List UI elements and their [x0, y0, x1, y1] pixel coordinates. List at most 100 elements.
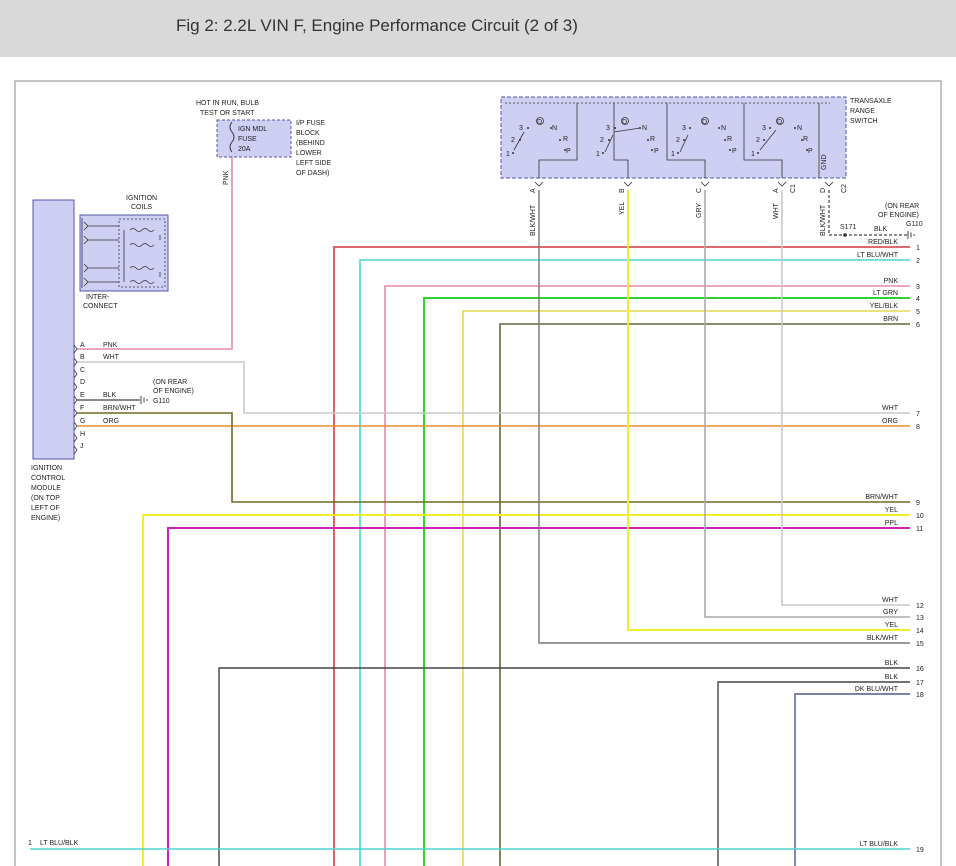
connector-row-1-number: 1: [916, 245, 920, 252]
transaxle-pin-a: A: [530, 188, 537, 193]
transaxle-wire-b-color: YEL: [619, 202, 626, 215]
transaxle-range-switch: [500, 96, 847, 179]
connector-row-17-color: BLK: [885, 674, 899, 681]
transaxle-wire-a-color: BLK/WHT: [530, 204, 537, 236]
bottom-left-number: 1: [28, 840, 32, 847]
icm-pin-e-id: E: [80, 392, 85, 399]
fuse-wire-label: PNK: [223, 170, 230, 185]
diagram-frame: [14, 80, 942, 866]
fuse-box-line-1: IGN MDL: [238, 126, 267, 133]
fuse-hot-note-1: HOT IN RUN, BULB: [196, 100, 259, 107]
connector-row-4-number: 4: [916, 296, 920, 303]
transaxle-label-1: TRANSAXLE: [850, 98, 892, 105]
pos-r-b: R: [650, 136, 655, 143]
connector-row-17-number: 17: [916, 680, 924, 687]
icm-pin-a: A PNK: [73, 342, 118, 354]
connector-row-14-number: 14: [916, 628, 924, 635]
connector-row-9-number: 9: [916, 500, 920, 507]
icm-pin-b-id: B: [80, 354, 85, 361]
transaxle-c1: C1: [790, 184, 797, 193]
pos-p-d: P: [808, 148, 813, 155]
connector-row-16-number: 16: [916, 666, 924, 673]
wire-5: [462, 310, 910, 866]
icm-ground-note-1: (ON REAR: [153, 379, 187, 386]
connector-row-11-color: PPL: [885, 520, 898, 527]
wire-11: [167, 527, 910, 866]
transaxle-c2: C2: [841, 184, 848, 193]
pos-2-b: 2: [600, 137, 604, 144]
pos-2-a: 2: [511, 137, 515, 144]
pos-1-b: 1: [596, 151, 600, 158]
pos-p-b: P: [654, 148, 659, 155]
transaxle-label-3: SWITCH: [850, 118, 878, 125]
transaxle-ground-note-1: (ON REAR: [885, 203, 919, 210]
wire-14: [627, 190, 910, 631]
pos-n-d: N: [797, 125, 802, 132]
ground-symbol-transaxle: [907, 231, 915, 239]
icm-pin-f: F BRN/WHT: [73, 405, 136, 418]
connector-row-15-number: 15: [916, 641, 924, 648]
icm-pin-d-id: D: [80, 379, 85, 386]
connector-row-3-color: PNK: [884, 278, 899, 285]
fuse-block-note-5: LEFT SIDE: [296, 160, 332, 167]
pos-d-d: D: [777, 119, 782, 126]
wire-16: [218, 667, 910, 866]
icm-ground-id: G110: [153, 398, 170, 405]
connector-row-14-color: YEL: [885, 622, 898, 629]
ground-symbol-icm: [140, 396, 148, 404]
icm-pin-j-id: J: [80, 443, 84, 450]
icm-pin-a-id: A: [80, 342, 85, 349]
wire-1: [333, 246, 910, 866]
bottom-left-color: LT BLU/BLK: [40, 840, 79, 847]
wire-15: [538, 190, 910, 644]
fuse-hot-note-2: TEST OR START: [200, 110, 255, 117]
connector-row-11-number: 11: [916, 526, 923, 533]
icm-pin-h-id: H: [80, 431, 85, 438]
pos-3-d: 3: [762, 125, 766, 132]
transaxle-wire-c-color: GRY: [696, 203, 703, 218]
switch-positions-4: 1 2 3 D N R P: [751, 119, 813, 158]
coils-label-2: COILS: [131, 204, 152, 211]
wire-7: [77, 361, 910, 414]
pos-n-c: N: [721, 125, 726, 132]
wire-13: [704, 190, 910, 618]
switch-sections: [513, 103, 820, 178]
connector-row-2-number: 2: [916, 258, 920, 265]
icm-pin-h: H: [73, 431, 85, 443]
pos-r-c: R: [727, 136, 732, 143]
icm-ground-note-2: OF ENGINE): [153, 388, 194, 395]
connector-row-16-color: BLK: [885, 660, 899, 667]
icm-label-4: (ON TOP: [31, 495, 60, 502]
transaxle-wire-d-color: BLK/WHT: [820, 204, 827, 236]
connector-row-18-color: DK BLU/WHT: [855, 686, 899, 693]
connector-row-8-number: 8: [916, 424, 920, 431]
connector-row-6-number: 6: [916, 322, 920, 329]
transaxle-wire-a2-color: WHT: [773, 202, 780, 219]
coils-label-1: IGNITION: [126, 195, 157, 202]
transaxle-ground-note-2: OF ENGINE): [878, 212, 919, 219]
splice-label: S171: [840, 224, 856, 231]
connector-row-19-color: LT BLU/BLK: [860, 841, 899, 848]
connector-row-6-color: BRN: [883, 316, 898, 323]
wire-10: [142, 514, 910, 866]
pos-3-c: 3: [682, 125, 686, 132]
fuse-box-line-2: FUSE: [238, 136, 257, 143]
transaxle-label-2: RANGE: [850, 108, 875, 115]
switch-contacts: [512, 127, 808, 154]
pos-2-d: 2: [756, 137, 760, 144]
pos-p-c: P: [732, 148, 737, 155]
icm-pin-a-color: PNK: [103, 342, 118, 349]
pos-d-c: D: [702, 119, 707, 126]
icm-pin-g-id: G: [80, 418, 85, 425]
icm-pin-c: C: [73, 367, 85, 379]
icm-pin-b: B WHT: [73, 354, 120, 367]
connector-row-7-color: WHT: [882, 405, 899, 412]
ignition-control-module: [32, 199, 75, 460]
connector-row-15-color: BLK/WHT: [867, 635, 899, 642]
connector-row-1-color: RED/BLK: [868, 239, 898, 246]
connector-row-10-color: YEL: [885, 507, 898, 514]
icm-pin-f-id: F: [80, 405, 84, 412]
connector-row-18-number: 18: [916, 692, 924, 699]
pos-p-a: P: [566, 148, 571, 155]
fuse-block-note-4: LOWER: [296, 150, 322, 157]
